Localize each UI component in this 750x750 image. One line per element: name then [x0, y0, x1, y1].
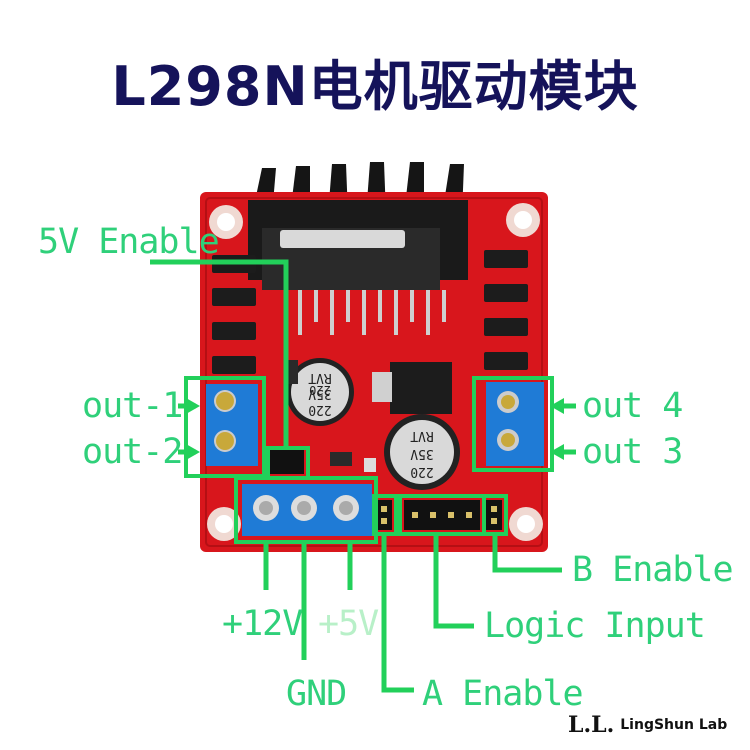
- label-out3: out 3: [582, 432, 683, 472]
- leader-b-enable: [492, 534, 562, 573]
- label-gnd: GND: [286, 674, 347, 714]
- cap1-text-3: RVT: [308, 370, 332, 385]
- svg-text:220: 220: [309, 383, 331, 397]
- capacitor-2: [384, 414, 460, 490]
- regulator: [390, 362, 452, 414]
- terminal-block-left: [206, 384, 258, 466]
- cap1-text-2: 35V: [308, 386, 332, 401]
- cap2-text-3: RVT: [410, 428, 434, 443]
- label-12v: +12V: [222, 604, 303, 644]
- label-out1: out-1: [82, 386, 183, 426]
- cap2-text-1: 220: [410, 464, 433, 479]
- header-pins: [376, 500, 502, 530]
- lingshun-lab-logo: L.L. LingShun Lab: [568, 712, 727, 738]
- highlight-out34: [472, 376, 554, 472]
- 5v-enable-jumper: [270, 450, 304, 474]
- label-out4: out 4: [582, 386, 683, 426]
- logo-text: LingShun Lab: [620, 717, 728, 733]
- label-b-enable: B Enable: [572, 550, 734, 590]
- terminal-block-right: [486, 382, 544, 466]
- page-title: L298N电机驱动模块: [111, 55, 639, 118]
- cap1-text-1: 220: [308, 402, 331, 417]
- leader-a-enable: [381, 534, 414, 693]
- leader-5v-enable: [150, 259, 289, 448]
- logo-mark: L.L.: [568, 712, 615, 738]
- terminal-block-power: [242, 484, 372, 536]
- capacitor-1: 220: [286, 358, 354, 426]
- label-logic-input: Logic Input: [484, 606, 706, 646]
- label-a-enable: A Enable: [422, 674, 584, 714]
- diodes-right: [484, 250, 528, 370]
- label-out2: out-2: [82, 432, 183, 472]
- cap2-text-2: 35V: [410, 446, 434, 461]
- mounting-holes: [207, 203, 543, 541]
- label-5v: +5V: [318, 604, 379, 644]
- leader-logic: [433, 534, 474, 629]
- highlight-out12: [184, 376, 266, 478]
- label-5v-enable: 5V Enable: [38, 222, 220, 262]
